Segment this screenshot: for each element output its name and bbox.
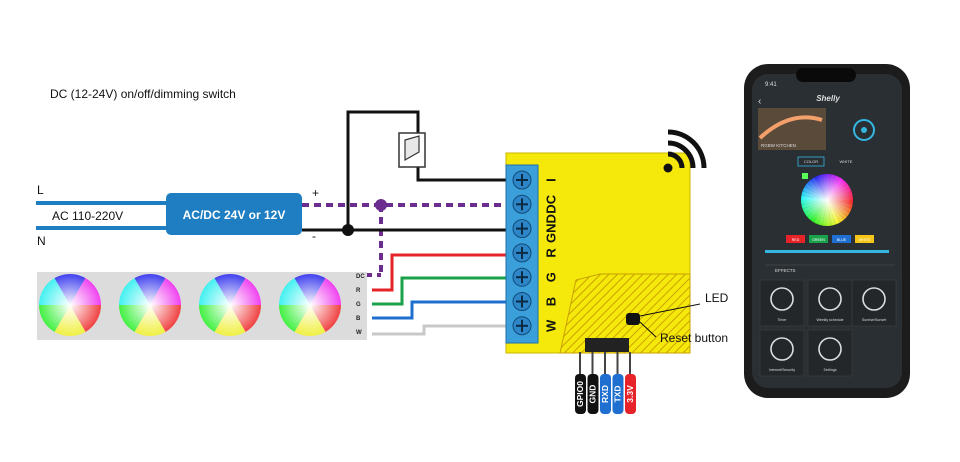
strip-terminal-label: R [356, 288, 361, 294]
terminal-label: B [543, 297, 558, 306]
header-pin-label: RXD [600, 385, 610, 403]
tab-color[interactable] [797, 156, 825, 167]
channel-buttons: RED GREEN BLUE WHITE [786, 235, 874, 243]
led-strip-leds [39, 273, 341, 336]
terminal-screw [512, 316, 532, 336]
terminal-screw [512, 170, 532, 190]
phone-tile-label: Settings [824, 368, 837, 372]
effects-label: EFFECTS [775, 268, 796, 273]
neutral-label: N [37, 234, 46, 248]
ground-junction [342, 224, 354, 236]
blue-wire [372, 300, 510, 320]
strip-terminal-label: G [356, 302, 361, 308]
phone-brand: Shelly [816, 94, 840, 103]
header-pin: GPIO0 [575, 352, 586, 414]
channel-button-label: RED [792, 238, 800, 242]
phone-tiles: Timer Weekly schedule Sunrise/SunsetIntern… [759, 279, 897, 377]
header-pin-label: 3.3V [625, 385, 635, 403]
phone-tile-label: Timer [777, 318, 787, 322]
switch-icon [398, 132, 426, 168]
header-pin: GND [587, 352, 599, 414]
back-arrow-icon[interactable]: ‹ [758, 96, 761, 107]
channel-button[interactable]: RED [786, 235, 805, 243]
led-label: LED [705, 291, 729, 305]
channel-button[interactable]: GREEN [809, 235, 828, 243]
red-wire [372, 253, 510, 292]
minus-label: - [312, 229, 316, 243]
terminal-label: I [543, 178, 558, 182]
green-wire [372, 276, 510, 306]
channel-button[interactable]: BLUE [832, 235, 851, 243]
tab-white-label[interactable]: WHITE [840, 159, 853, 164]
power-toggle-dot [861, 127, 867, 133]
power-supply [166, 193, 302, 235]
terminal-label: GND [543, 214, 558, 243]
room-name: RGBW KITCHEN [761, 143, 796, 148]
channel-button-label: BLUE [837, 238, 847, 242]
phone-tile[interactable]: Sunrise/Sunset [851, 279, 897, 327]
terminal-screw [512, 219, 532, 239]
phone-tile-label: Sunrise/Sunset [862, 318, 886, 322]
reset-button-label: Reset button [660, 331, 728, 345]
header-pin: 3.3V [625, 352, 636, 414]
rgb-led [39, 273, 101, 336]
positive-junction [375, 199, 387, 211]
phone-tile[interactable]: Settings [807, 329, 853, 377]
strip-terminal-label: DC [356, 274, 365, 280]
terminal-label: DC [543, 194, 558, 213]
rgb-led [119, 273, 181, 336]
strip-terminal-labels: DC R G B W [356, 274, 365, 336]
color-wheel-segments [801, 174, 853, 226]
pin-header [585, 338, 629, 352]
channel-button-label: WHITE [859, 238, 871, 242]
room-photo-strip [758, 115, 823, 140]
header-pin-label: GPIO0 [575, 381, 585, 407]
plus-label: + [312, 186, 319, 200]
phone-tile[interactable]: Weekly schedule [807, 279, 853, 327]
terminal-screw [512, 194, 532, 214]
ac-input-label: AC 110-220V [52, 209, 123, 223]
terminal-screw [512, 267, 532, 287]
terminal-screw [512, 243, 532, 263]
header-pin: TXD [612, 352, 624, 414]
led-indicator [626, 313, 640, 325]
diagram-title: DC (12-24V) on/off/dimming switch [50, 87, 236, 101]
rgb-led [279, 273, 341, 336]
phone-time: 9:41 [765, 82, 777, 88]
phone-tile[interactable]: Timer [759, 279, 805, 327]
terminal-label: R [543, 248, 558, 258]
channel-button[interactable]: WHITE [855, 235, 874, 243]
phone-tile-label: Weekly schedule [816, 318, 843, 322]
rgb-led [199, 273, 261, 336]
brightness-slider[interactable] [765, 250, 889, 253]
terminal-label: W [543, 319, 558, 332]
terminal-label: G [543, 272, 558, 282]
power-toggle-icon[interactable] [853, 119, 875, 141]
tab-color-label: COLOR [804, 159, 818, 164]
reset-callout [639, 321, 657, 338]
strip-terminal-label: W [356, 330, 362, 336]
phone-tile-label: Internet/Security [769, 368, 795, 372]
phone-tile[interactable]: Internet/Security [759, 329, 805, 377]
smartphone: 9:41 ‹ Shelly RGBW KITCHEN COLOR WHITE R… [744, 64, 910, 398]
color-swatch [802, 173, 808, 179]
white-wire [372, 324, 510, 336]
wifi-icon [663, 129, 707, 173]
strip-terminal-label: B [356, 316, 361, 322]
shelly-device [505, 152, 691, 354]
header-pin-label: TXD [612, 386, 622, 403]
terminal-screw [512, 292, 532, 311]
switch-wire [346, 110, 510, 230]
channel-button-label: GREEN [812, 238, 825, 242]
led-callout [639, 303, 701, 317]
power-supply-label: AC/DC 24V or 12V [183, 208, 286, 222]
header-pin: RXD [600, 352, 611, 414]
line-label: L [37, 183, 44, 197]
header-pin-label: GND [587, 385, 597, 404]
